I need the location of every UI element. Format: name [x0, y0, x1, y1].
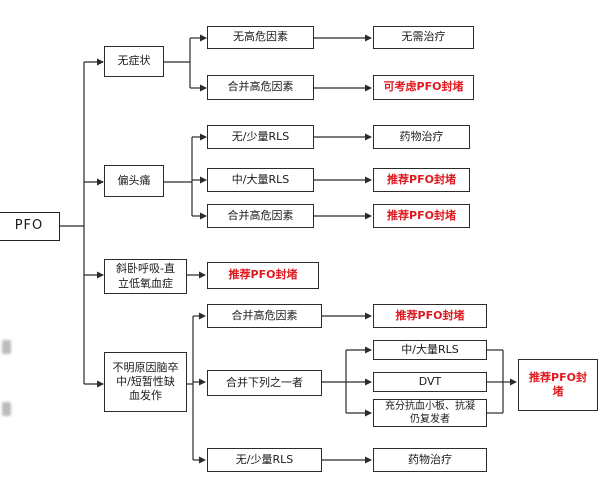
condition-any-of-following: 合并下列之一者 — [207, 370, 322, 396]
node-platypnea: 斜卧呼吸-直 立低氧血症 — [104, 259, 187, 294]
result-recommend-pfo-closure: 推荐PFO封堵 — [373, 204, 470, 228]
condition-small-rls: 无/少量RLS — [207, 448, 322, 472]
result-no-treatment: 无需治疗 — [373, 26, 474, 49]
result-recommend-pfo-closure: 推荐PFO封 堵 — [518, 359, 598, 411]
node-asymptomatic: 无症状 — [104, 46, 164, 77]
condition-high-risk: 合并高危因素 — [207, 75, 314, 100]
condition-large-rls: 中/大量RLS — [207, 168, 314, 192]
subcondition-dvt: DVT — [373, 372, 487, 392]
result-medication: 药物治疗 — [373, 125, 470, 149]
condition-high-risk: 合并高危因素 — [207, 304, 322, 328]
condition-no-high-risk: 无高危因素 — [207, 26, 314, 49]
blurred-artifact — [2, 402, 11, 416]
result-consider-pfo-closure: 可考虑PFO封堵 — [373, 75, 474, 100]
condition-small-rls: 无/少量RLS — [207, 125, 314, 149]
node-migraine: 偏头痛 — [104, 165, 164, 197]
subcondition-large-rls: 中/大量RLS — [373, 340, 487, 360]
result-recommend-pfo-closure: 推荐PFO封堵 — [373, 168, 470, 192]
blurred-artifact — [2, 340, 11, 354]
node-cryptogenic-stroke: 不明原因脑卒 中/短暂性缺 血发作 — [104, 352, 187, 412]
subcondition-recurrence-despite-therapy: 充分抗血小板、抗凝 仍复发者 — [373, 399, 487, 427]
result-medication: 药物治疗 — [373, 448, 487, 472]
result-recommend-pfo-closure: 推荐PFO封堵 — [207, 262, 319, 289]
root-node-pfo: PFO — [0, 212, 60, 241]
result-recommend-pfo-closure: 推荐PFO封堵 — [373, 304, 487, 328]
condition-high-risk: 合并高危因素 — [207, 204, 314, 228]
